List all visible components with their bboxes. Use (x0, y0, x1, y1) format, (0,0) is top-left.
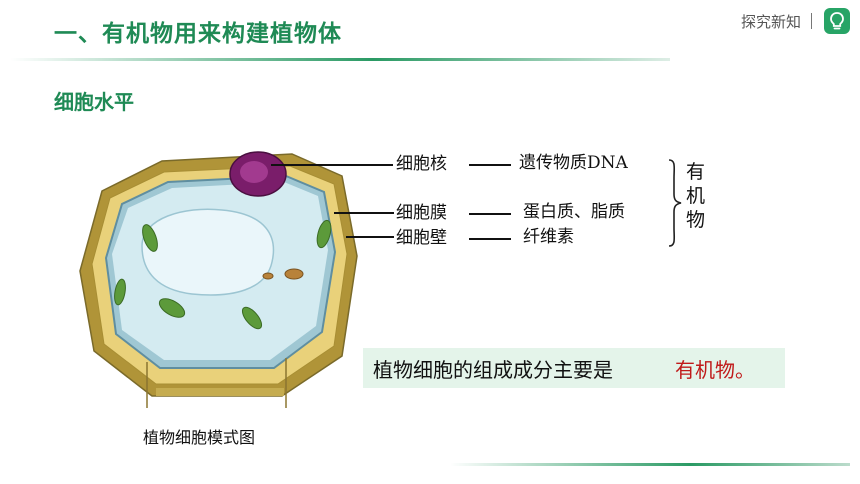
component-dna: 遗传物质DNA (519, 153, 628, 173)
label-membrane: 细胞膜 (396, 203, 447, 223)
footer-underline (450, 463, 850, 466)
curly-brace (668, 159, 682, 247)
dash-connector (469, 213, 511, 215)
summary-text: 植物细胞的组成成分主要是 (373, 358, 613, 382)
dash-connector (469, 164, 511, 166)
title-underline (10, 58, 670, 61)
summary-box: 植物细胞的组成成分主要是 有机物。 (363, 348, 785, 388)
leader-line (346, 236, 394, 238)
section-divider (811, 13, 812, 29)
label-cell-wall: 细胞壁 (396, 228, 447, 248)
summary-highlight: 有机物。 (675, 358, 755, 382)
leader-line (334, 212, 394, 214)
lightbulb-icon (824, 8, 850, 34)
component-protein-lipid: 蛋白质、脂质 (523, 202, 625, 222)
plant-cell-diagram (72, 146, 362, 416)
leader-line (271, 164, 393, 166)
group-label-organic: 有机物 (686, 161, 706, 231)
label-nucleus: 细胞核 (396, 154, 447, 174)
dash-connector (469, 238, 511, 240)
section-indicator: 探究新知 (741, 8, 850, 34)
figure-caption: 植物细胞模式图 (143, 428, 256, 447)
section-subtitle: 细胞水平 (54, 90, 134, 114)
page-title: 一、有机物用来构建植物体 (54, 21, 342, 47)
component-cellulose: 纤维素 (523, 227, 574, 247)
section-label: 探究新知 (740, 12, 801, 31)
